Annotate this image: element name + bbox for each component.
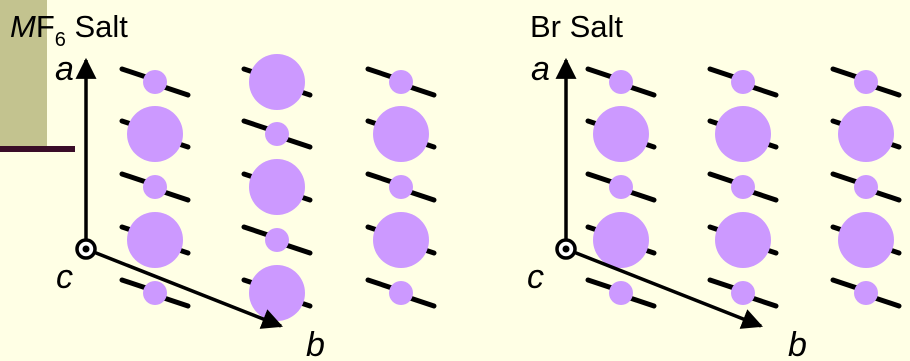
molecule-circle (715, 106, 771, 162)
corner-rule (0, 146, 75, 152)
panel-title: Br Salt (530, 9, 623, 44)
molecule-circle (389, 175, 413, 199)
molecule-large (365, 106, 437, 162)
molecule-circle (265, 122, 289, 146)
molecule-small (119, 277, 191, 309)
molecule-small (241, 118, 313, 150)
molecule-circle (731, 70, 755, 94)
molecule-large (585, 212, 657, 268)
molecule-circle (731, 281, 755, 305)
molecule-circle (593, 212, 649, 268)
molecule-small (830, 277, 902, 309)
molecule-circle (373, 106, 429, 162)
molecule-small (119, 66, 191, 98)
molecule-circle (143, 281, 167, 305)
b-axis-arrow (565, 247, 763, 329)
molecule-large (830, 106, 902, 162)
molecule-large (830, 212, 902, 268)
molecule-circle (609, 281, 633, 305)
molecule-large (707, 106, 779, 162)
molecule-circle (854, 175, 878, 199)
axis-label-c: c (527, 258, 544, 296)
molecule-circle (249, 54, 305, 110)
molecule-circle (854, 281, 878, 305)
molecule-circle (389, 70, 413, 94)
molecule-small (707, 277, 779, 309)
molecule-circle (609, 70, 633, 94)
molecule-circle (715, 212, 771, 268)
axis-label-a: a (531, 50, 550, 88)
molecule-small (365, 277, 437, 309)
molecule-small (585, 171, 657, 203)
molecule-circle (249, 159, 305, 215)
b-axis-arrow (85, 247, 283, 329)
molecule-large (241, 54, 313, 110)
molecule-circle (143, 70, 167, 94)
molecule-small (119, 171, 191, 203)
molecule-small (830, 171, 902, 203)
molecule-large (241, 159, 313, 215)
molecule-circle (143, 175, 167, 199)
molecule-small (707, 171, 779, 203)
molecule-circle (838, 106, 894, 162)
molecule-large (119, 212, 191, 268)
molecule-circle (609, 175, 633, 199)
molecule-circle (265, 228, 289, 252)
molecule-grid (585, 66, 902, 309)
molecule-small (585, 277, 657, 309)
axis-label-b: b (306, 326, 325, 361)
molecule-small (707, 66, 779, 98)
molecule-circle (593, 106, 649, 162)
molecule-large (119, 106, 191, 162)
molecule-circle (731, 175, 755, 199)
molecule-small (241, 224, 313, 256)
corner-block (0, 0, 47, 146)
panel-title: MF6 Salt (10, 9, 128, 51)
molecule-large (365, 212, 437, 268)
molecule-small (585, 66, 657, 98)
axis-label-c: c (56, 258, 73, 296)
molecule-circle (389, 281, 413, 305)
molecule-circle (127, 106, 183, 162)
molecule-small (365, 171, 437, 203)
molecule-circle (249, 265, 305, 321)
axis-label-a: a (55, 50, 74, 88)
panel-mf6-salt: MF6 Salt a c b (10, 9, 437, 361)
panel-br-salt: Br Salt a c b (527, 9, 902, 361)
molecule-large (707, 212, 779, 268)
molecule-circle (854, 70, 878, 94)
molecule-circle (127, 212, 183, 268)
molecule-large (585, 106, 657, 162)
molecule-grid (119, 54, 437, 321)
axis-label-b: b (788, 326, 807, 361)
molecule-large (241, 265, 313, 321)
molecule-circle (838, 212, 894, 268)
molecule-small (365, 66, 437, 98)
molecule-small (830, 66, 902, 98)
molecule-circle (373, 212, 429, 268)
